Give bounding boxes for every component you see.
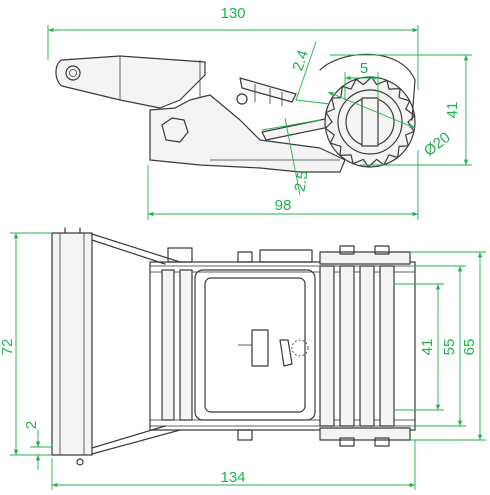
pawl-slot [251,329,269,367]
upper-pawl [239,77,297,103]
release-loop [194,269,316,421]
ratchet-wheel-bottom [319,427,411,441]
dim-pawl-upper: 2.4 [289,48,312,73]
handle-grip [51,232,93,456]
dim-top-base: 98 [275,197,292,214]
spindle-mid [339,265,355,427]
lower-pawl [261,117,335,141]
dim-pawl-lower: 2.5 [291,169,311,192]
plan-view [51,227,416,466]
spindle-end [379,265,395,427]
dim-bottom-height: 72 [0,339,16,356]
roller-1 [161,269,175,421]
hex-hole [161,117,189,143]
dim-spindle-diameter: Ø20 [421,129,454,160]
dim-outer-span: 65 [461,339,478,356]
dim-strap-inner: 41 [419,339,436,356]
dim-bottom-width: 134 [220,469,245,486]
plan-view-dimensions: 72 2 134 41 55 65 [0,232,486,490]
ratchet-wheel-top [319,251,411,265]
dim-top-height: 41 [444,102,461,119]
spindle-right [359,265,375,427]
dim-inner-span: 55 [441,339,458,356]
dim-top-width: 130 [220,5,245,22]
roller-2 [179,269,193,421]
dim-tooth-gap: 5 [360,60,368,77]
handle-lever [55,55,206,109]
small-pivot-hole [236,93,248,105]
spindle-left [319,265,335,427]
handle-pivot-hole [65,65,81,81]
dim-frame-thickness: 2 [23,421,40,429]
base-body [149,94,346,173]
